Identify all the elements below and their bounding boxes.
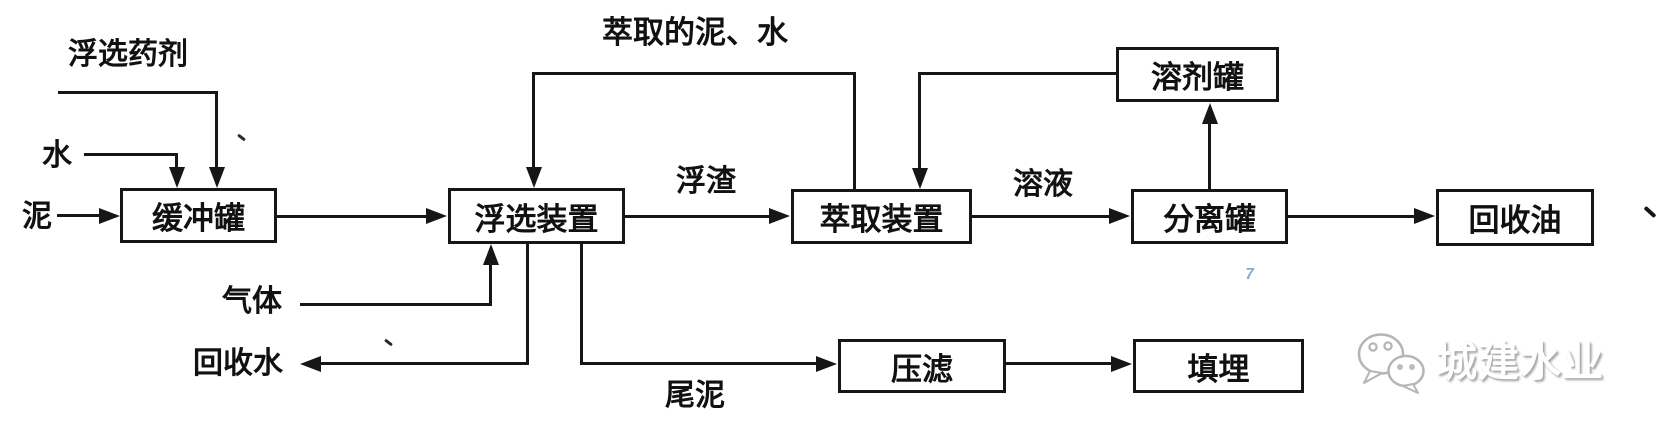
connector-feedback-drop bbox=[532, 72, 535, 168]
arrowhead-feedback-into-flotation bbox=[526, 167, 542, 188]
label-gas: 气体 bbox=[222, 285, 282, 318]
connector-gas-rise bbox=[489, 264, 492, 305]
arrowhead-into-extraction bbox=[769, 208, 790, 224]
connector-tail-sludge-drop bbox=[580, 244, 583, 365]
arrowhead-water-into-buffer bbox=[169, 167, 185, 188]
connector-filter-to-landfill bbox=[1006, 362, 1112, 365]
connector-water bbox=[84, 153, 177, 156]
connector-buffer-to-flotation bbox=[277, 215, 428, 218]
node-press-filter: 压滤 bbox=[838, 339, 1006, 393]
connector-extraction-to-separation bbox=[972, 215, 1111, 218]
stray-blue-annotation: 7 bbox=[1243, 266, 1256, 283]
label-solution: 溶液 bbox=[1013, 168, 1073, 201]
label-flotation-agent: 浮选药剂 bbox=[68, 38, 188, 71]
connector-water-drop bbox=[175, 153, 178, 169]
connector-separation-to-solvent bbox=[1208, 124, 1211, 190]
arrowhead-into-press-filter bbox=[816, 356, 837, 372]
connector-feedback-top bbox=[532, 72, 856, 75]
node-recovered-oil: 回收油 bbox=[1436, 189, 1594, 246]
wechat-icon bbox=[1357, 333, 1425, 394]
arrowhead-solvent-into-extraction bbox=[912, 168, 928, 189]
node-flotation-unit: 浮选装置 bbox=[448, 188, 625, 244]
arrowhead-sludge-into-buffer bbox=[99, 208, 120, 224]
node-solvent-tank: 溶剂罐 bbox=[1116, 47, 1279, 102]
connector-flotation-agent bbox=[58, 91, 218, 94]
node-extraction-unit: 萃取装置 bbox=[791, 189, 972, 244]
connector-recovered-water bbox=[320, 362, 529, 365]
connector-solvent-feed bbox=[919, 72, 1116, 75]
scan-speck-2 bbox=[384, 338, 393, 347]
node-landfill: 填埋 bbox=[1133, 339, 1304, 393]
arrowhead-gas-into-flotation bbox=[483, 244, 499, 265]
connector-solvent-drop bbox=[918, 72, 921, 169]
arrowhead-into-solvent-tank bbox=[1202, 103, 1218, 124]
label-recovered-water: 回收水 bbox=[193, 347, 283, 380]
edge-cutoff-mark bbox=[1643, 205, 1656, 219]
scan-speck-1 bbox=[237, 133, 246, 142]
arrowhead-into-separation bbox=[1109, 208, 1130, 224]
connector-recovered-water-drop bbox=[526, 244, 529, 364]
arrowhead-recovered-water-out bbox=[300, 356, 321, 372]
connector-flotation-to-extraction bbox=[625, 215, 771, 218]
arrowhead-agent-into-buffer bbox=[209, 167, 225, 188]
label-sludge: 泥 bbox=[22, 200, 52, 233]
label-scum: 浮渣 bbox=[676, 165, 736, 198]
watermark-brand-text: 城建水业 bbox=[1436, 338, 1604, 385]
label-extracted-sludge-water: 萃取的泥、水 bbox=[602, 15, 788, 50]
connector-feedback-rise bbox=[853, 72, 856, 190]
node-separation-tank: 分离罐 bbox=[1131, 189, 1288, 244]
node-buffer-tank: 缓冲罐 bbox=[120, 188, 277, 243]
arrowhead-into-flotation bbox=[426, 208, 447, 224]
arrowhead-into-recovered-oil bbox=[1414, 208, 1435, 224]
watermark: 城建水业 bbox=[1356, 330, 1604, 394]
connector-gas bbox=[300, 303, 492, 306]
connector-tail-sludge bbox=[580, 362, 818, 365]
connector-separation-to-oil bbox=[1288, 215, 1416, 218]
connector-flotation-agent-drop bbox=[215, 91, 218, 169]
label-water: 水 bbox=[42, 139, 72, 172]
connector-sludge bbox=[57, 214, 101, 217]
arrowhead-into-landfill bbox=[1111, 356, 1132, 372]
label-tail-sludge: 尾泥 bbox=[665, 379, 725, 412]
